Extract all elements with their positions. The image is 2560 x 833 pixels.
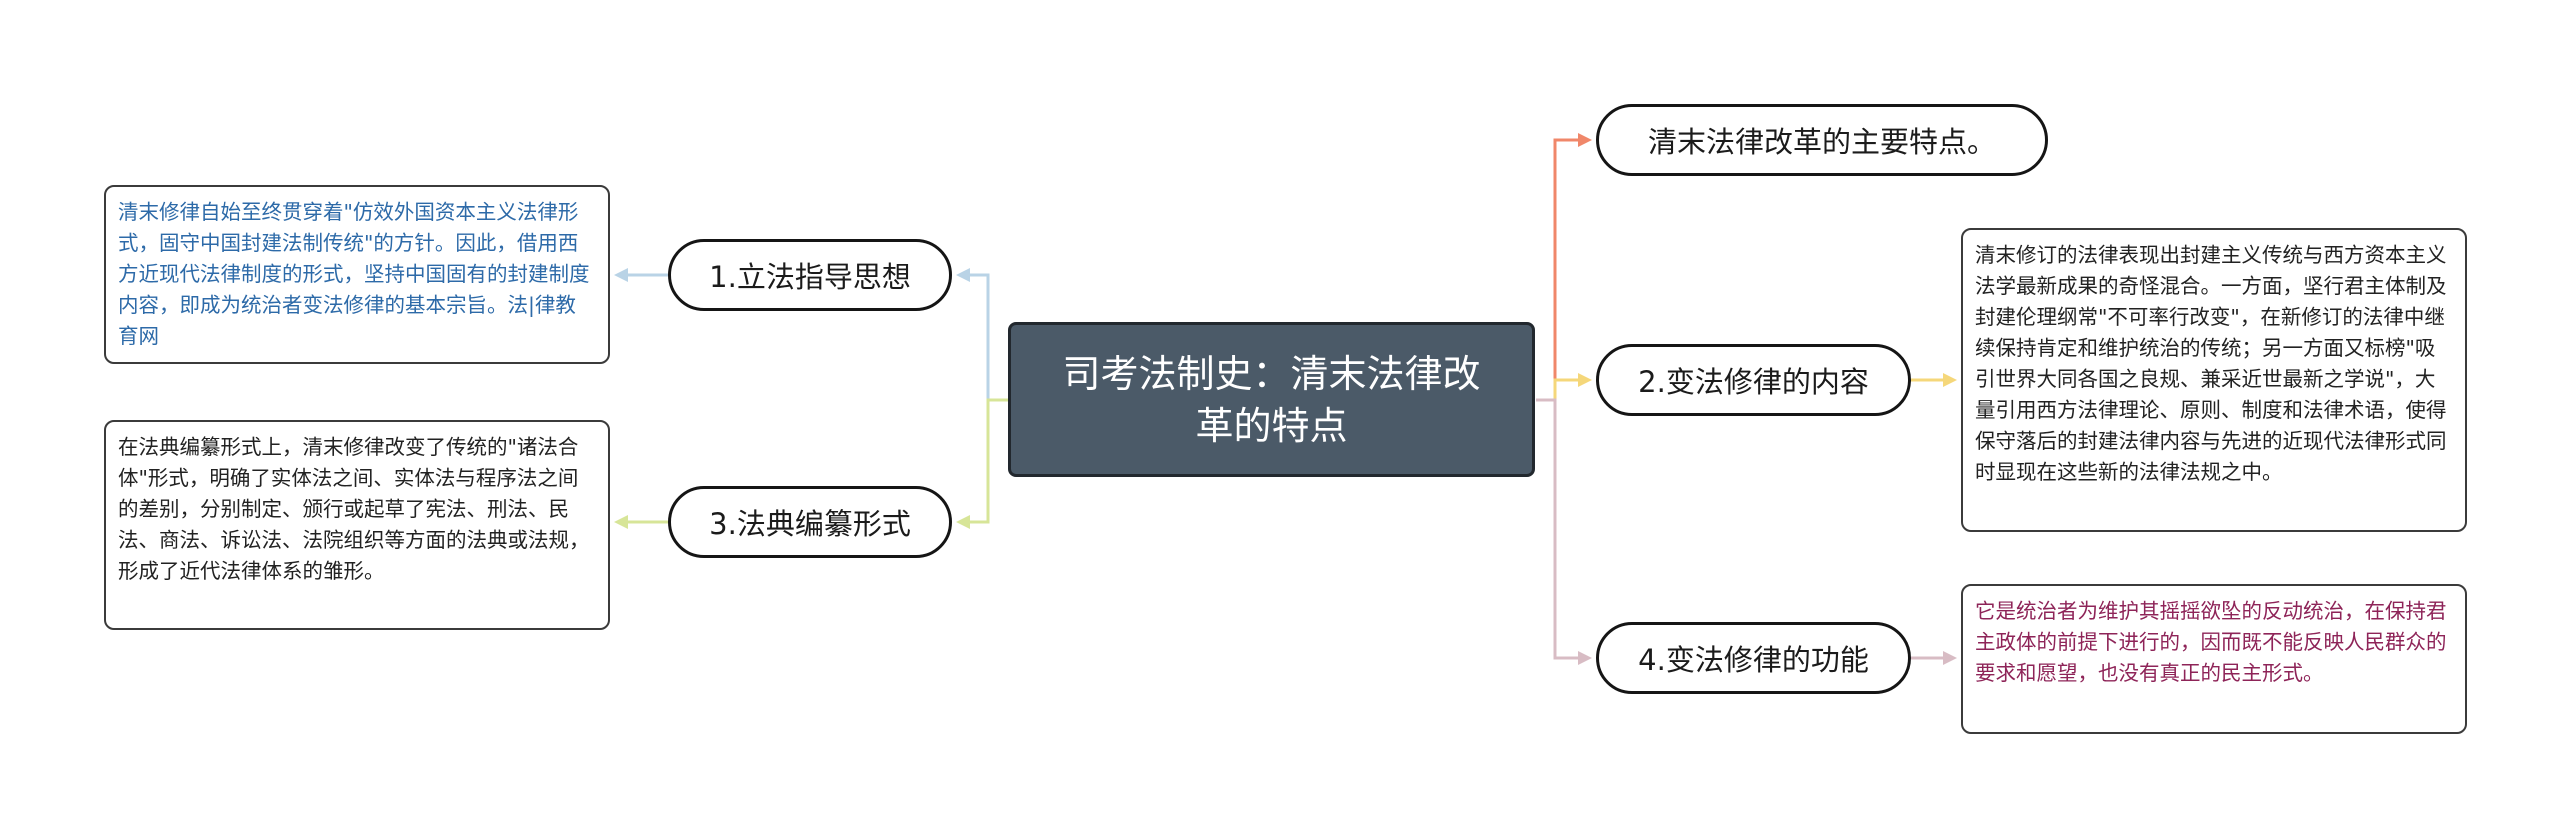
arrow-code-form-detail xyxy=(614,515,628,529)
topic-function-label: 4.变法修律的功能 xyxy=(1638,643,1869,677)
detail-guiding-thought[interactable]: 清末修律自始至终贯穿着"仿效外国资本主义法律形式，固守中国封建法制传统"的方针。… xyxy=(104,185,610,364)
arrow-function-detail xyxy=(1943,651,1957,665)
arrow-code-form xyxy=(956,515,970,529)
link-center-to-guiding-thought xyxy=(968,273,1008,402)
central-topic-label: 司考法制史：清末法律改革的特点 xyxy=(1062,351,1481,448)
link-center-to-function xyxy=(1536,398,1580,660)
link-center-to-code-form xyxy=(968,398,1008,524)
topic-code-form[interactable]: 3.法典编纂形式 xyxy=(668,486,952,558)
central-topic[interactable]: 司考法制史：清末法律改革的特点 xyxy=(1008,322,1535,477)
detail-function-text: 它是统治者为维护其摇摇欲坠的反动统治，在保持君主政体的前提下进行的，因而既不能反… xyxy=(1975,599,2447,685)
arrow-guiding-thought-detail xyxy=(614,268,628,282)
topic-guiding-thought[interactable]: 1.立法指导思想 xyxy=(668,239,952,311)
detail-content-text: 清末修订的法律表现出封建主义传统与西方资本主义法学最新成果的奇怪混合。一方面，坚… xyxy=(1975,243,2447,484)
link-center-to-content xyxy=(1536,378,1580,402)
topic-function[interactable]: 4.变法修律的功能 xyxy=(1596,622,1911,694)
detail-content[interactable]: 清末修订的法律表现出封建主义传统与西方资本主义法学最新成果的奇怪混合。一方面，坚… xyxy=(1961,228,2467,532)
arrow-content xyxy=(1578,373,1592,387)
topic-guiding-thought-label: 1.立法指导思想 xyxy=(709,260,911,294)
link-center-to-main-features xyxy=(1536,138,1580,402)
detail-guiding-thought-text: 清末修律自始至终贯穿着"仿效外国资本主义法律形式，固守中国封建法制传统"的方针。… xyxy=(118,200,590,348)
arrow-function xyxy=(1578,651,1592,665)
detail-code-form-text: 在法典编纂形式上，清末修律改变了传统的"诸法合体"形式，明确了实体法之间、实体法… xyxy=(118,435,590,583)
arrow-main-features xyxy=(1578,133,1592,147)
topic-content-label: 2.变法修律的内容 xyxy=(1638,365,1869,399)
topic-content[interactable]: 2.变法修律的内容 xyxy=(1596,344,1911,416)
detail-function[interactable]: 它是统治者为维护其摇摇欲坠的反动统治，在保持君主政体的前提下进行的，因而既不能反… xyxy=(1961,584,2467,734)
detail-code-form[interactable]: 在法典编纂形式上，清末修律改变了传统的"诸法合体"形式，明确了实体法之间、实体法… xyxy=(104,420,610,630)
arrow-guiding-thought xyxy=(956,268,970,282)
topic-main-features-label: 清末法律改革的主要特点。 xyxy=(1647,125,1996,159)
topic-code-form-label: 3.法典编纂形式 xyxy=(709,507,911,541)
arrow-content-detail xyxy=(1943,373,1957,387)
topic-main-features[interactable]: 清末法律改革的主要特点。 xyxy=(1596,104,2048,176)
